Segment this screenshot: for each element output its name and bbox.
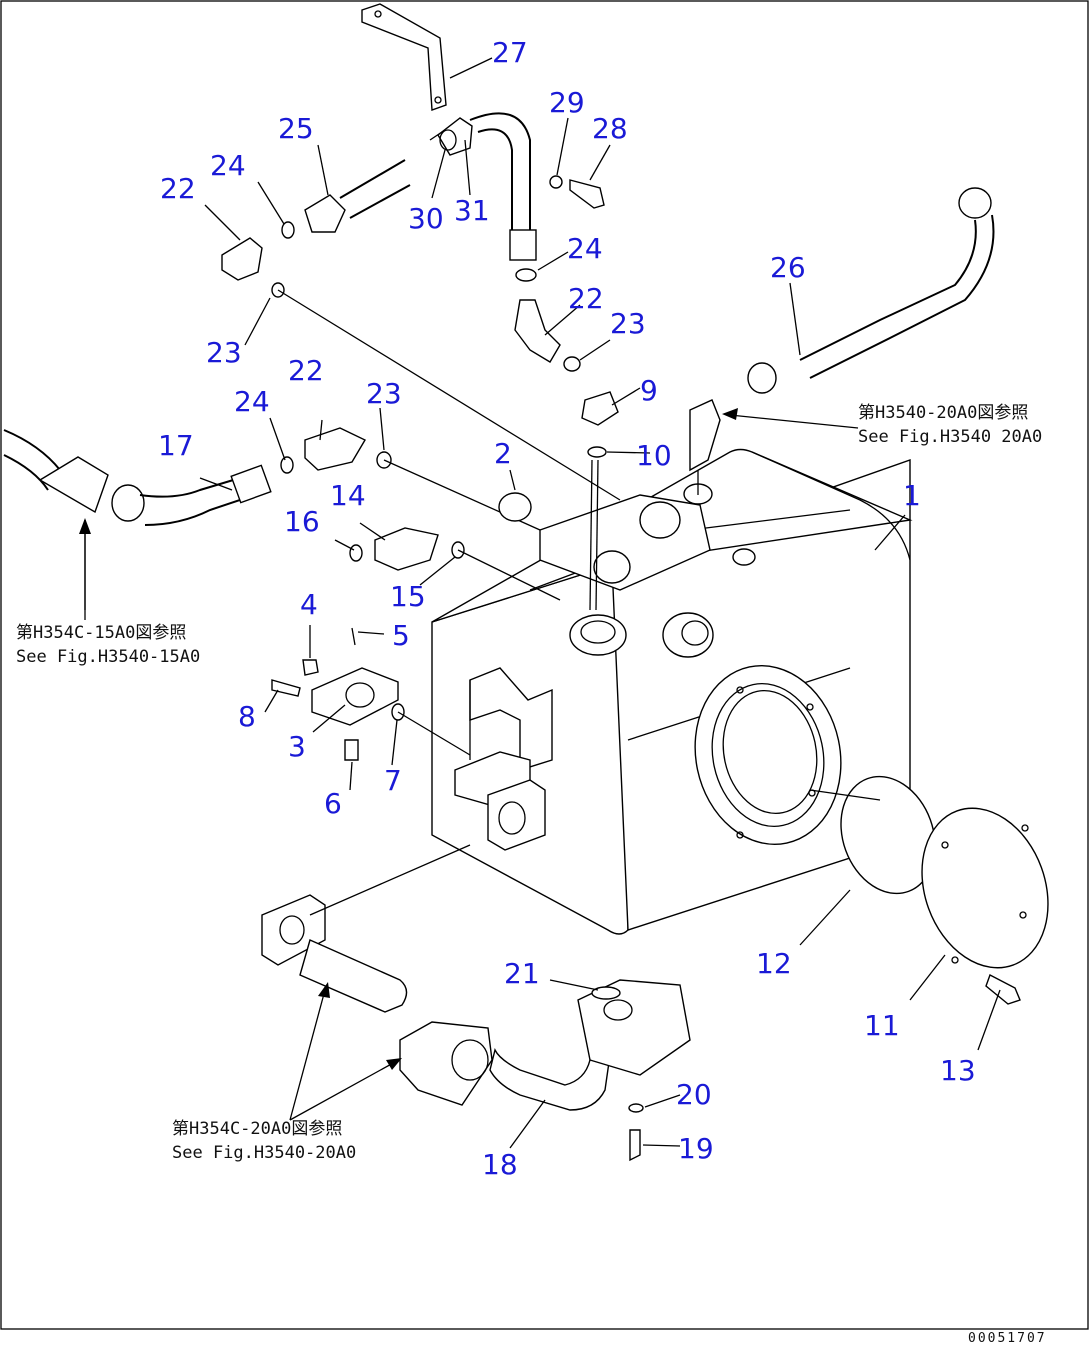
callout-31: 31 xyxy=(454,194,490,227)
tank-top-fittings xyxy=(539,459,756,658)
callout-23-upper-left: 23 xyxy=(206,336,242,369)
o-ring-24-middle xyxy=(280,456,294,474)
elbow-22-upper-left xyxy=(221,237,263,281)
flange-3 xyxy=(311,667,399,726)
ref-left-en: See Fig.H3540-15A0 xyxy=(16,647,200,667)
callout-25: 25 xyxy=(278,112,314,145)
tank-side-flange xyxy=(694,665,842,845)
callout-12: 12 xyxy=(756,947,792,980)
callout-30: 30 xyxy=(408,202,444,235)
washer-20 xyxy=(628,1103,644,1113)
hose-17 xyxy=(3,429,272,526)
elbow-22-upper-center xyxy=(514,299,561,363)
callout-23-middle: 23 xyxy=(366,377,402,410)
callout-20: 20 xyxy=(676,1078,712,1111)
front-flange-block xyxy=(454,751,546,851)
callout-6: 6 xyxy=(324,787,342,820)
figure-id: 00051707 xyxy=(968,1331,1047,1346)
elbow-22-middle xyxy=(304,427,366,471)
hose-25 xyxy=(304,129,446,233)
suction-pipe xyxy=(261,894,493,1106)
callout-28: 28 xyxy=(592,112,628,145)
callout-3: 3 xyxy=(288,730,306,763)
pin-5 xyxy=(351,627,356,646)
callout-16: 16 xyxy=(284,505,320,538)
callout-9: 9 xyxy=(640,374,658,407)
callout-14: 14 xyxy=(330,479,366,512)
callout-24-upper-left: 24 xyxy=(210,149,246,182)
callout-5: 5 xyxy=(392,619,410,652)
bolt-6 xyxy=(344,739,359,761)
bolt-4 xyxy=(302,659,319,676)
o-ring-21 xyxy=(591,986,621,1000)
callout-26: 26 xyxy=(770,251,806,284)
ref-left-jp: 第H354C-15A0図参照 xyxy=(16,623,186,643)
leader-lines xyxy=(199,57,1001,1149)
plug-9 xyxy=(581,391,619,426)
bolt-13 xyxy=(985,974,1021,1005)
ref-right-en: See Fig.H3540 20A0 xyxy=(858,427,1042,447)
o-ring-10 xyxy=(587,446,607,458)
washer-29 xyxy=(549,175,563,189)
o-ring-23-upper-center xyxy=(563,356,581,372)
ref-bottom-jp: 第H354C-20A0図参照 xyxy=(172,1119,342,1139)
plug-16 xyxy=(349,544,363,562)
callout-21: 21 xyxy=(504,957,540,990)
callout-7: 7 xyxy=(384,764,402,797)
callout-4: 4 xyxy=(300,588,318,621)
elbow-14 xyxy=(374,527,439,571)
bracket-27 xyxy=(361,3,447,111)
bolt-19 xyxy=(629,1129,641,1162)
callout-10: 10 xyxy=(636,439,672,472)
bolt-8 xyxy=(271,679,301,697)
callout-18: 18 xyxy=(482,1148,518,1181)
hose-26 xyxy=(689,187,995,472)
ref-right-jp: 第H3540-20A0図参照 xyxy=(858,403,1028,423)
callout-15: 15 xyxy=(390,580,426,613)
reference-arrows xyxy=(79,408,859,1121)
pipe-18 xyxy=(489,979,691,1111)
clamp-30-31 xyxy=(437,117,473,156)
o-ring-24-upper-center xyxy=(515,268,537,282)
callout-23-upper-center: 23 xyxy=(610,307,646,340)
callout-22-upper-left: 22 xyxy=(160,172,196,205)
callout-24-middle: 24 xyxy=(234,385,270,418)
o-ring-2 xyxy=(498,492,532,522)
callout-27: 27 xyxy=(492,36,528,69)
callout-19: 19 xyxy=(678,1132,714,1165)
callout-2: 2 xyxy=(494,437,512,470)
ref-bottom-en: See Fig.H3540-20A0 xyxy=(172,1143,356,1163)
front-bracket xyxy=(469,667,553,771)
o-ring-24-upper-left xyxy=(281,221,295,239)
callout-24-upper-center: 24 xyxy=(567,232,603,265)
callout-17: 17 xyxy=(158,429,194,462)
gasket-12 xyxy=(840,775,936,895)
callout-8: 8 xyxy=(238,700,256,733)
cover-plate-11 xyxy=(921,807,1049,969)
bolt-28 xyxy=(569,179,605,209)
callout-11: 11 xyxy=(864,1009,900,1042)
callout-22-upper-center: 22 xyxy=(568,282,604,315)
hose-upper-center xyxy=(469,112,537,261)
callout-1: 1 xyxy=(903,479,921,512)
callout-22-middle: 22 xyxy=(288,354,324,387)
callout-29: 29 xyxy=(549,86,585,119)
callout-13: 13 xyxy=(940,1054,976,1087)
